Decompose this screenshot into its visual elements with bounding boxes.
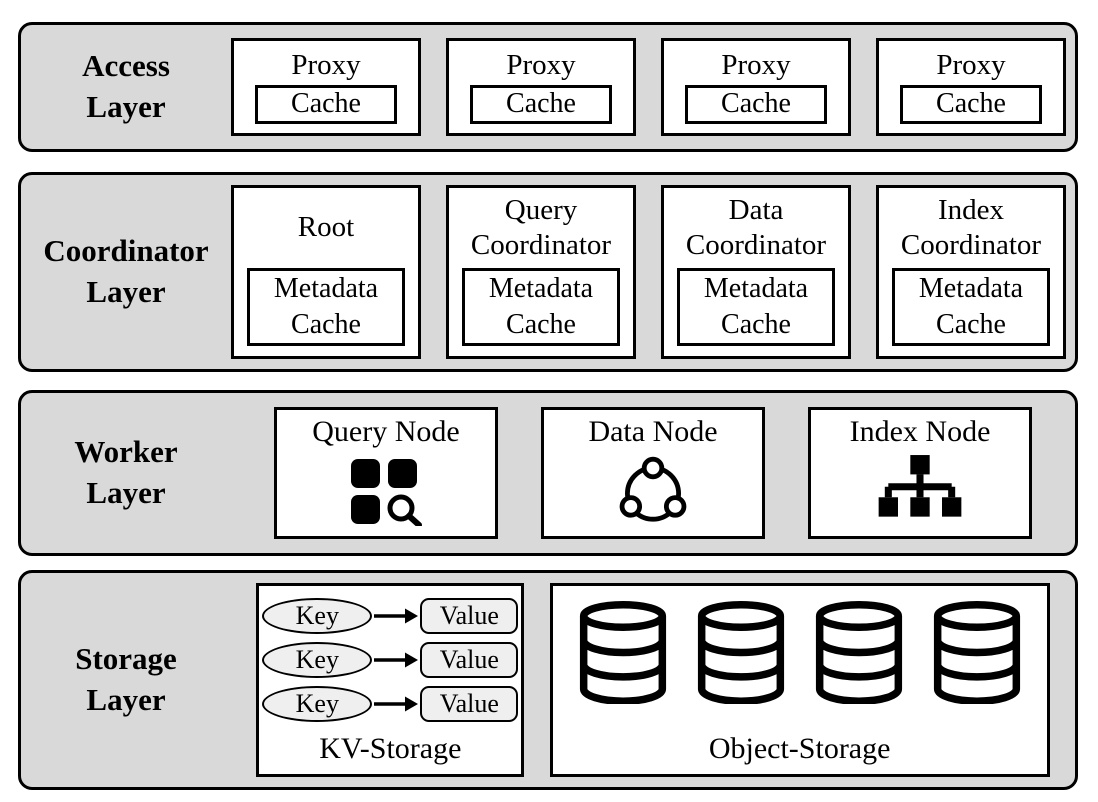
coordinator-title-line2: Coordinator: [470, 229, 612, 261]
worker-layer-label-line1: Worker: [74, 434, 178, 470]
worker-layer-label: Worker Layer: [21, 432, 231, 514]
key-ellipse: Key: [262, 642, 373, 678]
coordinator-title-line2: Coordinator: [685, 229, 827, 261]
proxy-cache-box: Cache: [255, 84, 397, 124]
proxy-cache-box: Cache: [470, 84, 612, 124]
coordinator-title-line2: Coordinator: [900, 229, 1042, 261]
storage-layer-band: Storage Layer Key Value Key: [18, 570, 1078, 790]
proxy-cache-box: Cache: [685, 84, 827, 124]
coordinator-layer-label-line2: Layer: [86, 274, 166, 309]
coordinator-title: Index Coordinator: [901, 188, 1041, 268]
proxy-node-box: Proxy Cache: [231, 38, 421, 136]
arrow-right-icon: [374, 652, 419, 668]
coordinator-layer-boxes: Root Metadata Cache Query Coordinator Me…: [231, 185, 1075, 359]
metadata-cache-line2: Cache: [291, 309, 361, 340]
coordinator-title-line1: Index: [937, 193, 1005, 226]
proxy-title: Proxy: [936, 49, 1006, 82]
arrow-right-icon: [374, 608, 419, 624]
proxy-title: Proxy: [506, 49, 576, 82]
value-box: Value: [420, 598, 519, 634]
metadata-cache-line1: Metadata: [703, 273, 809, 305]
query-node-box: Query Node: [274, 407, 498, 539]
proxy-node-box: Proxy Cache: [661, 38, 851, 136]
proxy-node-box: Proxy Cache: [876, 38, 1066, 136]
proxy-title: Proxy: [291, 49, 361, 82]
worker-title: Query Node: [312, 415, 460, 448]
root-coordinator-box: Root Metadata Cache: [231, 185, 421, 359]
storage-layer-label-line2: Layer: [86, 682, 166, 717]
worker-layer-label-line2: Layer: [86, 475, 166, 510]
object-storage-box: Object-Storage: [549, 583, 1050, 777]
coordinator-title: Root: [298, 188, 354, 268]
access-layer-boxes: Proxy Cache Proxy Cache Proxy Cache Prox…: [231, 38, 1075, 136]
object-storage-label: Object-Storage: [708, 732, 891, 765]
worker-icon-area: [876, 448, 964, 536]
proxy-cache-box: Cache: [900, 84, 1042, 124]
kv-storage-box: Key Value Key Value Key: [256, 583, 525, 777]
storage-layer-boxes: Key Value Key Value Key: [231, 583, 1075, 777]
data-node-box: Data Node: [541, 407, 765, 539]
kv-row: Key Value: [262, 686, 519, 722]
metadata-cache-line1: Metadata: [918, 273, 1024, 305]
worker-title: Data Node: [588, 415, 718, 448]
metadata-cache-line1: Metadata: [273, 273, 379, 305]
proxy-node-box: Proxy Cache: [446, 38, 636, 136]
worker-title: Index Node: [849, 415, 991, 448]
key-ellipse: Key: [262, 686, 373, 722]
access-layer-label-line1: Access: [82, 48, 170, 84]
database-cylinder-icon: [933, 601, 1020, 704]
data-node-cluster-ring-icon: [619, 456, 687, 522]
metadata-cache-line2: Cache: [721, 309, 791, 340]
kv-row: Key Value: [262, 598, 519, 634]
coordinator-layer-band: Coordinator Layer Root Metadata Cache Qu…: [18, 172, 1078, 372]
query-node-grid-search-icon: [351, 459, 422, 526]
storage-layer-label-line1: Storage: [75, 641, 177, 677]
metadata-cache-line2: Cache: [936, 309, 1006, 340]
access-layer-label: Access Layer: [21, 46, 231, 128]
arrow-right-icon: [374, 696, 419, 712]
kv-storage-label: KV-Storage: [319, 732, 462, 765]
data-coordinator-box: Data Coordinator Metadata Cache: [661, 185, 851, 359]
key-ellipse: Key: [262, 598, 373, 634]
metadata-cache-box: Metadata Cache: [677, 268, 835, 346]
coordinator-layer-label: Coordinator Layer: [21, 231, 231, 313]
coordinator-title-line1: Root: [297, 211, 355, 244]
worker-layer-band: Worker Layer Query Node Data Node: [18, 390, 1078, 556]
database-cylinder-icon: [815, 601, 902, 704]
index-node-tree-icon: [878, 455, 962, 517]
metadata-cache-box: Metadata Cache: [247, 268, 405, 346]
worker-layer-boxes: Query Node Data Node: [231, 407, 1075, 539]
value-box: Value: [420, 686, 519, 722]
worker-icon-area: [613, 448, 693, 536]
database-cylinder-icon: [579, 601, 666, 704]
index-node-box: Index Node: [808, 407, 1032, 539]
access-layer-band: Access Layer Proxy Cache Proxy Cache Pro…: [18, 22, 1078, 152]
storage-layer-label: Storage Layer: [21, 639, 231, 721]
kv-row: Key Value: [262, 642, 519, 678]
access-layer-label-line2: Layer: [86, 89, 166, 124]
coordinator-title: Data Coordinator: [686, 188, 826, 268]
coordinator-title-line1: Query: [504, 193, 578, 226]
metadata-cache-line1: Metadata: [488, 273, 594, 305]
metadata-cache-box: Metadata Cache: [462, 268, 620, 346]
proxy-title: Proxy: [721, 49, 791, 82]
database-cylinder-icon: [697, 601, 784, 704]
index-coordinator-box: Index Coordinator Metadata Cache: [876, 185, 1066, 359]
metadata-cache-line2: Cache: [506, 309, 576, 340]
value-box: Value: [420, 642, 519, 678]
coordinator-layer-label-line1: Coordinator: [43, 233, 209, 269]
query-coordinator-box: Query Coordinator Metadata Cache: [446, 185, 636, 359]
database-cylinders: [576, 601, 1024, 704]
coordinator-title-line1: Data: [728, 193, 784, 226]
worker-icon-area: [350, 448, 422, 536]
metadata-cache-box: Metadata Cache: [892, 268, 1050, 346]
coordinator-title: Query Coordinator: [471, 188, 611, 268]
